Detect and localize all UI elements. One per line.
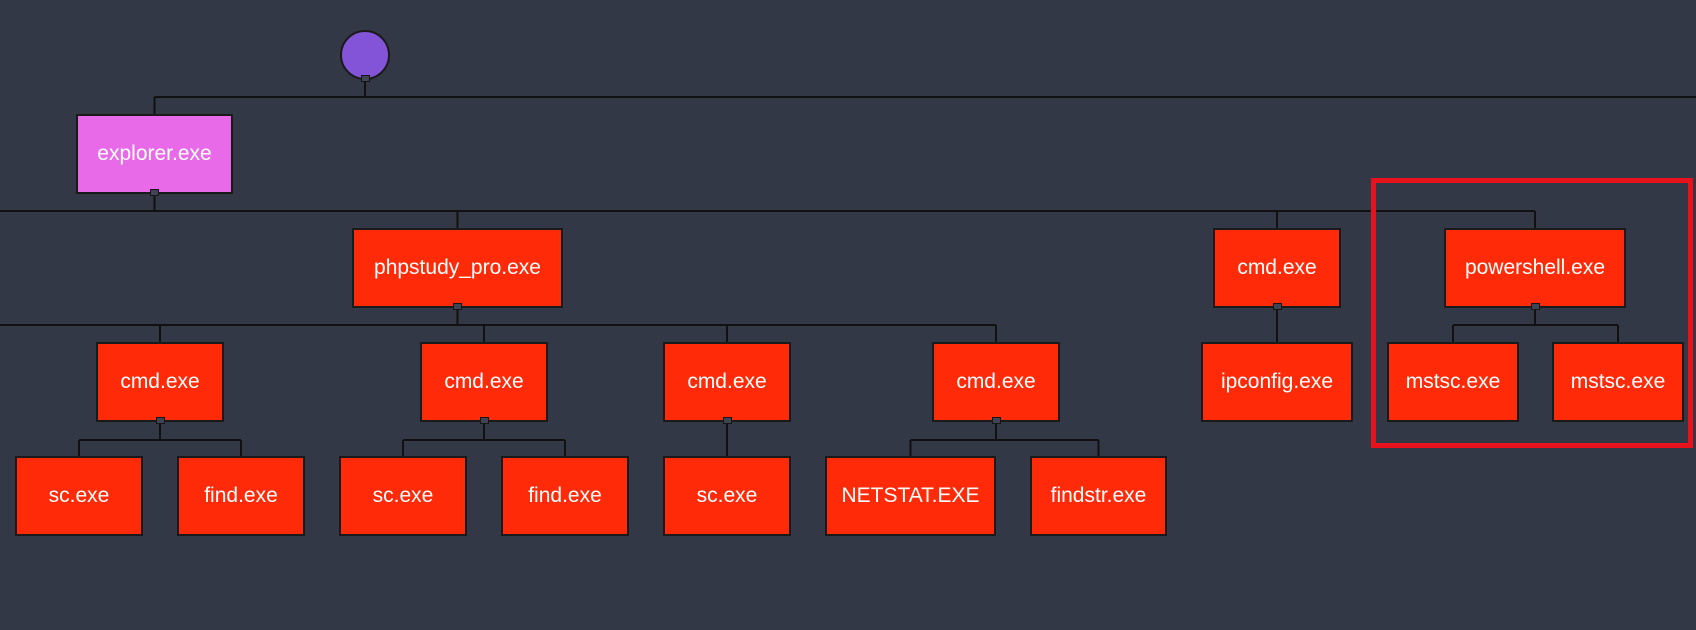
node-mstsc-1[interactable]: mstsc.exe: [1387, 342, 1519, 422]
node-cmd-5[interactable]: cmd.exe: [1213, 228, 1341, 308]
expander-handle[interactable]: [453, 303, 462, 310]
node-sc-2[interactable]: sc.exe: [339, 456, 467, 536]
node-cmd-2[interactable]: cmd.exe: [420, 342, 548, 422]
node-find-2[interactable]: find.exe: [501, 456, 629, 536]
node-sc-3[interactable]: sc.exe: [663, 456, 791, 536]
node-find-1[interactable]: find.exe: [177, 456, 305, 536]
expander-handle[interactable]: [150, 189, 159, 196]
node-cmd-4[interactable]: cmd.exe: [932, 342, 1060, 422]
node-cmd-3[interactable]: cmd.exe: [663, 342, 791, 422]
expander-handle[interactable]: [1530, 303, 1540, 310]
expander-handle[interactable]: [1272, 303, 1282, 310]
root-node[interactable]: [340, 30, 390, 80]
expander-handle[interactable]: [991, 417, 1001, 424]
node-sc-1[interactable]: sc.exe: [15, 456, 143, 536]
node-ipconfig[interactable]: ipconfig.exe: [1201, 342, 1353, 422]
node-cmd-1[interactable]: cmd.exe: [96, 342, 224, 422]
expander-handle[interactable]: [479, 417, 489, 424]
expander-handle[interactable]: [360, 75, 370, 82]
node-mstsc-2[interactable]: mstsc.exe: [1552, 342, 1684, 422]
node-explorer[interactable]: explorer.exe: [76, 114, 233, 194]
node-phpstudy-pro[interactable]: phpstudy_pro.exe: [352, 228, 563, 308]
node-netstat[interactable]: NETSTAT.EXE: [825, 456, 996, 536]
node-powershell[interactable]: powershell.exe: [1444, 228, 1626, 308]
node-findstr[interactable]: findstr.exe: [1030, 456, 1167, 536]
expander-handle[interactable]: [155, 417, 165, 424]
expander-handle[interactable]: [722, 417, 732, 424]
